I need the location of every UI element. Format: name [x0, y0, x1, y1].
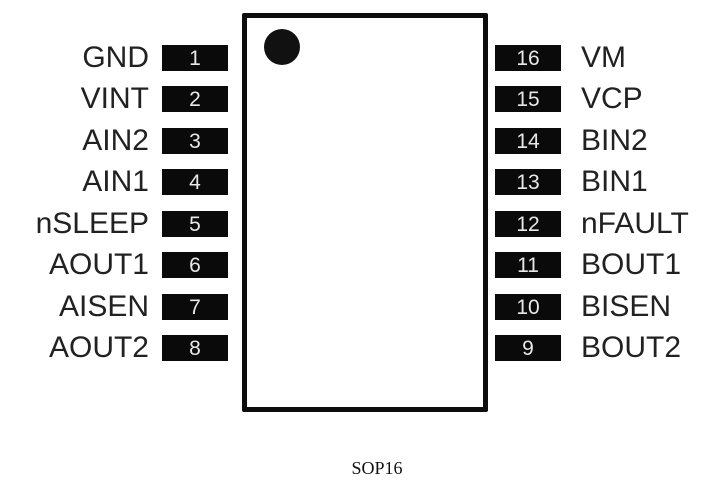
pin-label: BOUT1 — [581, 248, 682, 281]
pin-number: 4 — [189, 170, 201, 194]
pin-number: 15 — [516, 87, 540, 111]
pin-number-block: 15 — [495, 86, 561, 112]
pin-number-block: 2 — [162, 86, 228, 112]
pin-number: 11 — [517, 253, 539, 277]
pin-label: VCP — [581, 82, 643, 115]
pin-label: VM — [581, 41, 626, 74]
pin-number-block: 14 — [495, 128, 561, 154]
pin-row-left-1: GND 1 — [0, 41, 228, 74]
pin-number: 5 — [189, 212, 201, 236]
pin-row-left-7: AISEN 7 — [0, 290, 228, 323]
pin-label: BIN2 — [581, 124, 648, 157]
pin-number-block: 4 — [162, 169, 228, 195]
pin-number-block: 11 — [495, 252, 561, 278]
pin-row-right-9: 9 BOUT2 — [495, 331, 716, 364]
pin-row-left-8: AOUT2 8 — [0, 331, 228, 364]
pin-number: 16 — [516, 46, 540, 70]
pin-label: AIN1 — [82, 165, 149, 198]
pin-row-left-6: AOUT1 6 — [0, 248, 228, 281]
pin-row-left-4: AIN1 4 — [0, 165, 228, 198]
pin-number-block: 6 — [162, 252, 228, 278]
ic-package-body — [242, 13, 488, 412]
pin-label: GND — [82, 41, 149, 74]
pin-number-block: 12 — [495, 211, 561, 237]
pin-number-block: 3 — [162, 128, 228, 154]
pin-label: nFAULT — [581, 207, 689, 240]
pin-number: 2 — [189, 87, 201, 111]
pin-number: 7 — [189, 295, 201, 319]
pin-label: AISEN — [58, 290, 149, 323]
pin-row-right-11: 11 BOUT1 — [495, 248, 716, 281]
pin-row-right-12: 12 nFAULT — [495, 207, 716, 240]
pin-label: VINT — [80, 82, 149, 115]
pin-number-block: 5 — [162, 211, 228, 237]
pin-number: 9 — [522, 336, 534, 360]
pin-number: 13 — [516, 170, 540, 194]
pin-row-left-5: nSLEEP 5 — [0, 207, 228, 240]
pin-row-left-3: AIN2 3 — [0, 124, 228, 157]
pin-number: 1 — [189, 46, 201, 70]
pin-number-block: 8 — [162, 335, 228, 361]
pin-number-block: 10 — [495, 294, 561, 320]
package-name-label: SOP16 — [351, 458, 403, 478]
pin-row-right-15: 15 VCP — [495, 82, 716, 115]
pin-row-right-16: 16 VM — [495, 41, 716, 74]
pin1-indicator-dot — [264, 29, 300, 65]
pin-label: AIN2 — [82, 124, 149, 157]
pin-number-block: 16 — [495, 45, 561, 71]
pin-row-right-13: 13 BIN1 — [495, 165, 716, 198]
pin-label: AOUT2 — [48, 331, 149, 364]
pin-number-block: 9 — [495, 335, 561, 361]
pin-number: 12 — [516, 212, 540, 236]
pin-label: BISEN — [581, 290, 672, 323]
pin-number-block: 7 — [162, 294, 228, 320]
pin-number: 14 — [516, 129, 540, 153]
pin-number: 10 — [516, 295, 540, 319]
pin-row-left-2: VINT 2 — [0, 82, 228, 115]
pin-label: AOUT1 — [48, 248, 149, 281]
pin-row-right-14: 14 BIN2 — [495, 124, 716, 157]
pin-label: BOUT2 — [581, 331, 682, 364]
pin-label: BIN1 — [581, 165, 648, 198]
pin-number-block: 13 — [495, 169, 561, 195]
pin-number: 8 — [189, 336, 201, 360]
pin-number-block: 1 — [162, 45, 228, 71]
pin-number: 3 — [189, 129, 201, 153]
pin-label: nSLEEP — [35, 207, 149, 240]
pin-number: 6 — [189, 253, 201, 277]
pin-row-right-10: 10 BISEN — [495, 290, 716, 323]
